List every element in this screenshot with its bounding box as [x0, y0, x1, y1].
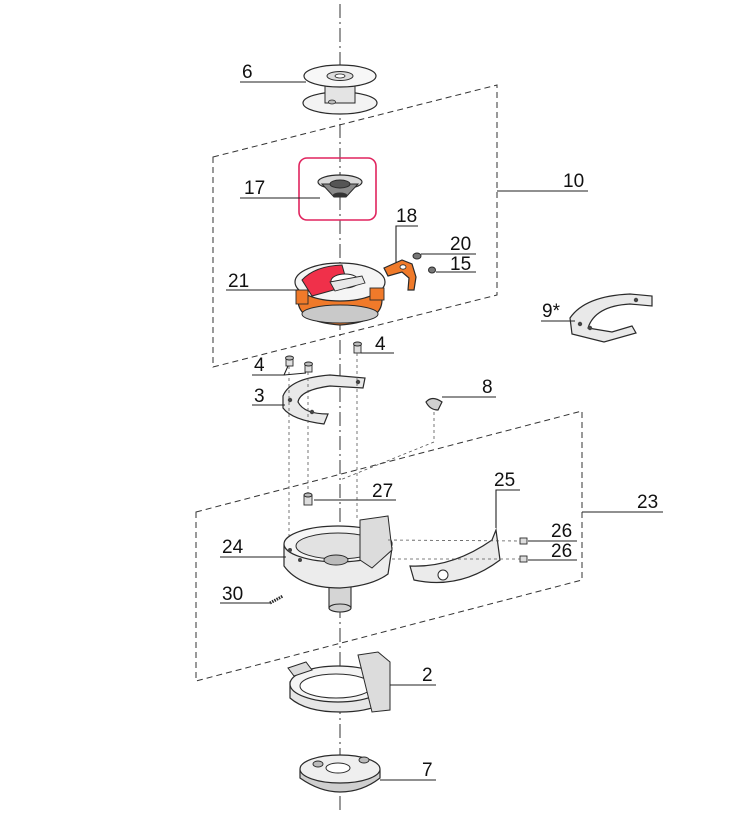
leader-4a2: [283, 372, 307, 376]
callout-23: 23: [637, 492, 658, 513]
callout-9: 9*: [542, 301, 561, 322]
part-20-screw[interactable]: [412, 252, 422, 260]
part-27-pin[interactable]: [303, 492, 313, 506]
callout-27: 27: [372, 481, 393, 502]
callout-17: 17: [244, 178, 265, 199]
callout-8: 8: [482, 377, 493, 398]
part-6-bobbin[interactable]: [302, 64, 378, 115]
callout-3: 3: [254, 386, 265, 407]
leader-25: [495, 489, 520, 528]
part-8[interactable]: [425, 397, 443, 411]
part-7-washer[interactable]: [299, 754, 381, 793]
part-4-screw-left-a[interactable]: [285, 355, 294, 367]
part-21-bobbin-case[interactable]: [294, 262, 386, 326]
callout-20: 20: [450, 234, 471, 255]
part-4-screw-left-b[interactable]: [304, 361, 313, 373]
part-15-screw[interactable]: [428, 266, 436, 274]
callout-4b: 4: [375, 334, 386, 355]
part-30-set-screw[interactable]: [269, 594, 284, 605]
callout-7: 7: [422, 760, 433, 781]
callout-21: 21: [228, 271, 249, 292]
callout-18: 18: [396, 206, 417, 227]
part-4-screw-right[interactable]: [353, 341, 362, 354]
highlight-box: [298, 157, 377, 221]
callout-10: 10: [563, 171, 584, 192]
callout-26b: 26: [551, 541, 572, 562]
callout-6: 6: [242, 62, 253, 83]
part-26-screw-b[interactable]: [519, 555, 528, 563]
callout-24: 24: [222, 537, 244, 558]
callout-25: 25: [494, 470, 515, 491]
part-18-tension-spring[interactable]: [383, 259, 417, 291]
callout-30: 30: [222, 584, 243, 605]
callout-15: 15: [450, 254, 471, 275]
part-26-screw-a[interactable]: [519, 537, 528, 545]
part-9-gib[interactable]: [569, 293, 653, 343]
callout-4a: 4: [254, 355, 265, 376]
part-17-latch[interactable]: [317, 174, 363, 198]
assembly-box-10: [212, 84, 498, 368]
part-24-hook-body[interactable]: [283, 515, 393, 613]
part-3-gib[interactable]: [282, 374, 366, 425]
part-25-hook-point[interactable]: [409, 527, 501, 584]
leader-18: [395, 225, 418, 263]
part-2-holder[interactable]: [287, 651, 391, 713]
callout-2: 2: [422, 665, 433, 686]
assembly-box-23: [195, 410, 583, 682]
callout-26a: 26: [551, 521, 572, 542]
